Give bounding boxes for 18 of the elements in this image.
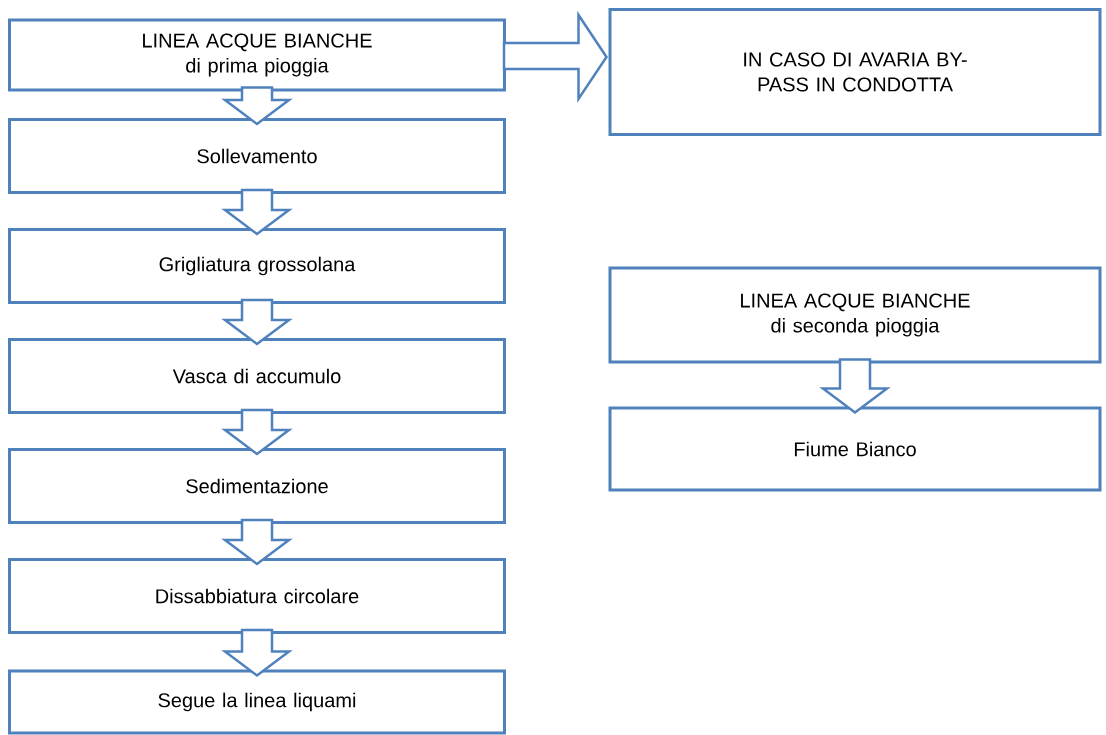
block-arrow: [221, 628, 293, 678]
block-arrow: [221, 298, 293, 346]
process-box: Fiume Bianco: [608, 406, 1102, 492]
process-box: Segue la linea liquami: [8, 669, 506, 735]
block-arrow: [819, 358, 891, 415]
process-box: LINEA ACQUE BIANCHE di seconda pioggia: [608, 266, 1102, 364]
process-box: IN CASO DI AVARIA BY-PASS IN CONDOTTA: [608, 8, 1102, 136]
block-arrow: [221, 86, 293, 126]
process-box: Sollevamento: [8, 118, 506, 194]
process-box: Grigliatura grossolana: [8, 228, 506, 304]
block-arrow: [502, 10, 608, 104]
process-box: Vasca di accumulo: [8, 338, 506, 414]
block-arrow: [221, 408, 293, 456]
block-arrow: [221, 188, 293, 236]
process-box: Dissabbiatura circolare: [8, 558, 506, 634]
process-box: LINEA ACQUE BIANCHE di prima pioggia: [8, 18, 506, 92]
block-arrow: [221, 518, 293, 566]
process-box: Sedimentazione: [8, 448, 506, 524]
